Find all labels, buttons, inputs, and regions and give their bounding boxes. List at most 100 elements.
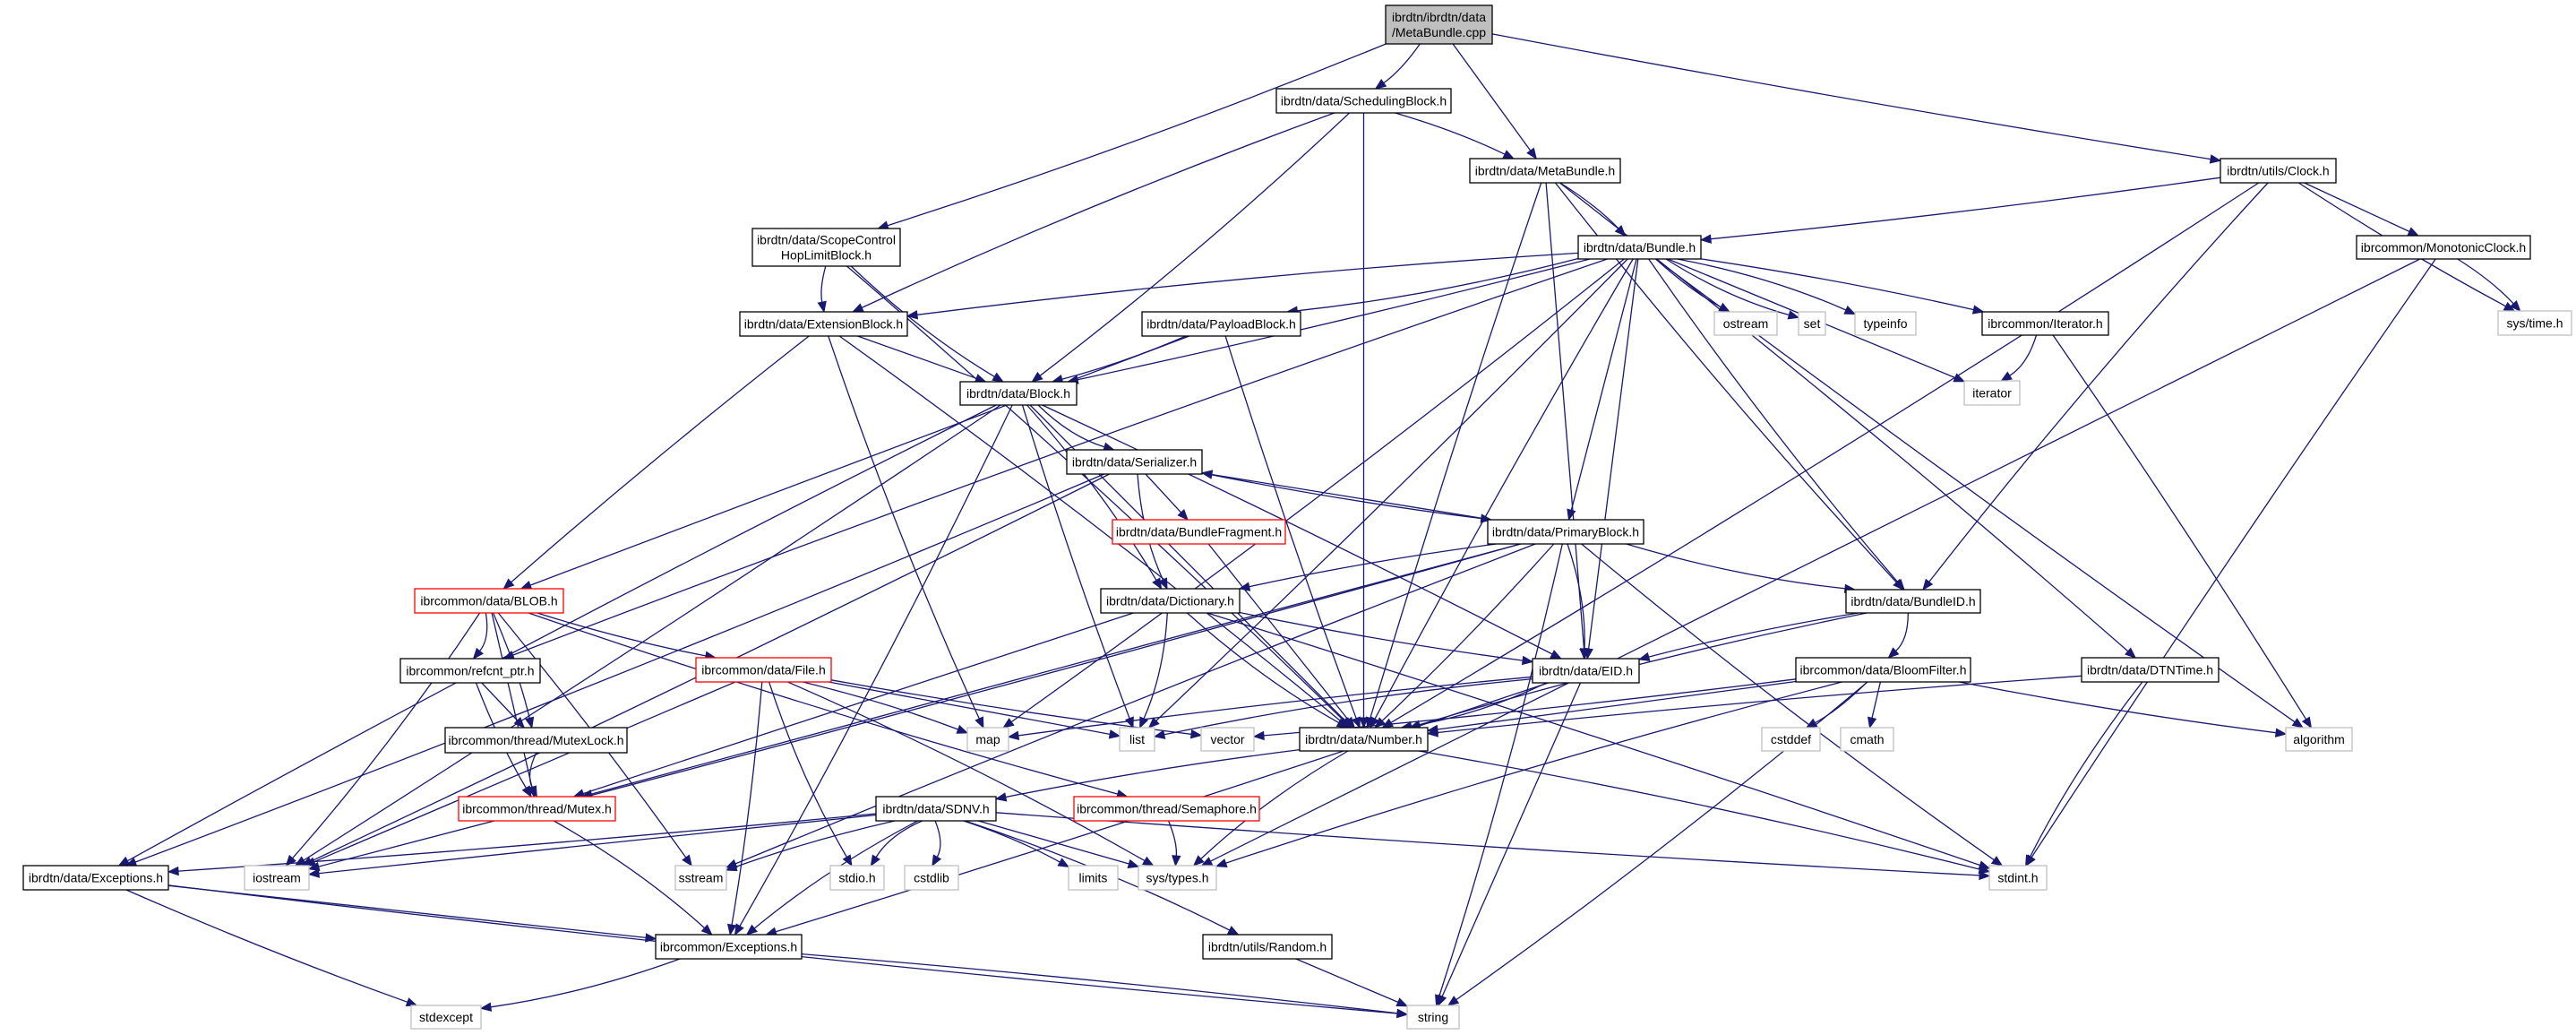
node-stdexcept[interactable]: stdexcept	[410, 1005, 482, 1030]
arrowhead-icon	[1978, 864, 1991, 875]
edge-line	[529, 335, 1190, 586]
node-ExceptionsCommon[interactable]: ibrcommon/Exceptions.h	[655, 934, 803, 960]
node-label: ostream	[1723, 316, 1769, 331]
edge-line	[1437, 675, 2082, 734]
node-ExtensionBlock[interactable]: ibrdtn/data/ExtensionBlock.h	[739, 311, 908, 337]
edge-line	[1249, 543, 1497, 588]
node-label: ibrdtn/data/BundleID.h	[1850, 594, 1975, 608]
node-PrimaryBlock[interactable]: ibrdtn/data/PrimaryBlock.h	[1487, 519, 1644, 545]
node-box	[1840, 727, 1894, 752]
node-Random[interactable]: ibrdtn/utils/Random.h	[1202, 934, 1333, 960]
include-edge-SchedulingBlock-to-ExtensionBlock	[852, 112, 1335, 313]
arrowhead-icon	[524, 716, 535, 729]
node-BundleFragment[interactable]: ibrdtn/data/BundleFragment.h	[1112, 519, 1286, 545]
node-SDNV[interactable]: ibrdtn/data/SDNV.h	[875, 796, 997, 822]
node-EID[interactable]: ibrdtn/data/EID.h	[1532, 658, 1640, 684]
include-edge-DTNTime-to-Number	[1426, 675, 2082, 737]
node-Serializer[interactable]: ibrdtn/data/Serializer.h	[1066, 449, 1203, 475]
node-iostream[interactable]: iostream	[244, 865, 310, 891]
node-Clock[interactable]: ibrdtn/utils/Clock.h	[2220, 158, 2337, 184]
edge-line	[1665, 258, 1790, 316]
edge-line	[512, 258, 1608, 656]
include-edge-Bundle-to-ExtensionBlock	[906, 252, 1579, 320]
node-label: ibrdtn/data/Exceptions.h	[29, 871, 163, 885]
edge-line	[1395, 112, 1506, 155]
node-Block[interactable]: ibrdtn/data/Block.h	[959, 381, 1078, 406]
edge-line	[1559, 182, 1619, 229]
node-label: ibrdtn/data/ExtensionBlock.h	[744, 317, 903, 332]
node-root[interactable]: ibrdtn/ibrdtn/data/MetaBundle.cpp	[1385, 4, 1493, 45]
include-edge-EID-to-string	[1438, 682, 1582, 1007]
edge-line	[511, 335, 810, 583]
node-Dictionary[interactable]: ibrdtn/data/Dictionary.h	[1100, 588, 1241, 614]
node-BloomFilter[interactable]: ibrcommon/data/BloomFilter.h	[1795, 657, 1971, 683]
node-set[interactable]: set	[1798, 311, 1826, 336]
include-edge-EID-to-Number	[1400, 682, 1547, 731]
edge-line	[995, 812, 1980, 876]
node-PayloadBlock[interactable]: ibrdtn/data/PayloadBlock.h	[1141, 311, 1301, 337]
node-limits[interactable]: limits	[1068, 865, 1119, 891]
node-stdio[interactable]: stdio.h	[829, 865, 885, 891]
node-BundleID[interactable]: ibrdtn/data/BundleID.h	[1845, 589, 1981, 614]
include-edge-SDNV-to-stdint	[995, 812, 1991, 881]
node-SchedulingBlock[interactable]: ibrdtn/data/SchedulingBlock.h	[1275, 88, 1452, 114]
edge-line	[838, 335, 1342, 722]
node-ostream[interactable]: ostream	[1713, 311, 1778, 336]
include-edge-Semaphore-to-systypes	[1167, 820, 1181, 867]
node-box	[2356, 235, 2531, 260]
nodes-layer: ibrdtn/ibrdtn/data/MetaBundle.cpp ibrdtn/…	[22, 4, 2572, 1030]
node-systypes[interactable]: sys/types.h	[1138, 865, 1217, 891]
node-label: stdio.h	[838, 871, 875, 885]
node-typeinfo[interactable]: typeinfo	[1854, 311, 1917, 336]
edge-line	[479, 612, 488, 651]
node-Bundle[interactable]: ibrdtn/data/Bundle.h	[1577, 235, 1702, 260]
include-edge-Number-to-stdint	[1418, 750, 1991, 875]
include-edge-root-to-Clock	[1491, 33, 2222, 164]
node-algorithm[interactable]: algorithm	[2285, 727, 2353, 752]
edge-line	[963, 820, 1060, 863]
node-Iterator[interactable]: ibrcommon/Iterator.h	[1981, 311, 2109, 336]
node-iterator[interactable]: iterator	[1963, 380, 2021, 406]
include-edge-PrimaryBlock-to-EID	[1567, 543, 1590, 660]
node-Mutex[interactable]: ibrcommon/thread/Mutex.h	[458, 796, 616, 822]
node-box	[1487, 519, 1644, 545]
edge-line	[125, 889, 408, 1003]
include-edge-PayloadBlock-to-Number	[1224, 335, 1361, 729]
node-MetaBundleH[interactable]: ibrdtn/data/MetaBundle.h	[1469, 158, 1621, 184]
node-sstream[interactable]: sstream	[674, 865, 727, 891]
node-cmath[interactable]: cmath	[1840, 727, 1894, 752]
node-systime[interactable]: sys/time.h	[2497, 310, 2572, 336]
edge-line	[1061, 335, 1187, 380]
edge-line	[2304, 182, 2410, 232]
node-refcnt[interactable]: ibrcommon/refcnt_ptr.h	[399, 658, 541, 684]
node-list[interactable]: list	[1119, 727, 1155, 752]
node-MutexLock[interactable]: ibrcommon/thread/MutexLock.h	[444, 727, 628, 754]
node-MonotonicClock[interactable]: ibrcommon/MonotonicClock.h	[2356, 235, 2531, 260]
edge-line	[916, 252, 1579, 315]
node-vector[interactable]: vector	[1200, 727, 1255, 752]
arrowhead-icon	[974, 374, 987, 384]
node-cstddef[interactable]: cstddef	[1761, 727, 1821, 752]
node-Semaphore[interactable]: ibrcommon/thread/Semaphore.h	[1073, 796, 1260, 822]
node-box	[655, 934, 803, 960]
node-BLOB[interactable]: ibrcommon/data/BLOB.h	[414, 588, 564, 614]
arrowhead-icon	[1521, 655, 1534, 666]
node-map[interactable]: map	[966, 727, 1009, 752]
node-ExceptionsDtn[interactable]: ibrdtn/data/Exceptions.h	[22, 865, 169, 891]
include-edge-File-to-stdio	[768, 681, 853, 867]
edge-line	[292, 612, 481, 859]
node-Number[interactable]: ibrdtn/data/Number.h	[1299, 727, 1429, 752]
node-string[interactable]: string	[1406, 1005, 1460, 1030]
node-stdint[interactable]: stdint.h	[1988, 865, 2048, 891]
edge-line	[1143, 612, 1168, 720]
node-box	[1988, 865, 2048, 891]
include-edge-MonotonicClock-to-stdint	[2025, 258, 2436, 867]
edge-line	[1018, 676, 1533, 737]
node-DTNTime[interactable]: ibrdtn/data/DTNTime.h	[2081, 657, 2220, 683]
node-label: typeinfo	[1863, 316, 1907, 331]
node-File[interactable]: ibrcommon/data/File.h	[695, 657, 832, 683]
edge-line	[1155, 258, 1628, 721]
node-label: ibrdtn/data/SDNV.h	[882, 802, 989, 816]
node-cstdlib[interactable]: cstdlib	[904, 865, 959, 891]
